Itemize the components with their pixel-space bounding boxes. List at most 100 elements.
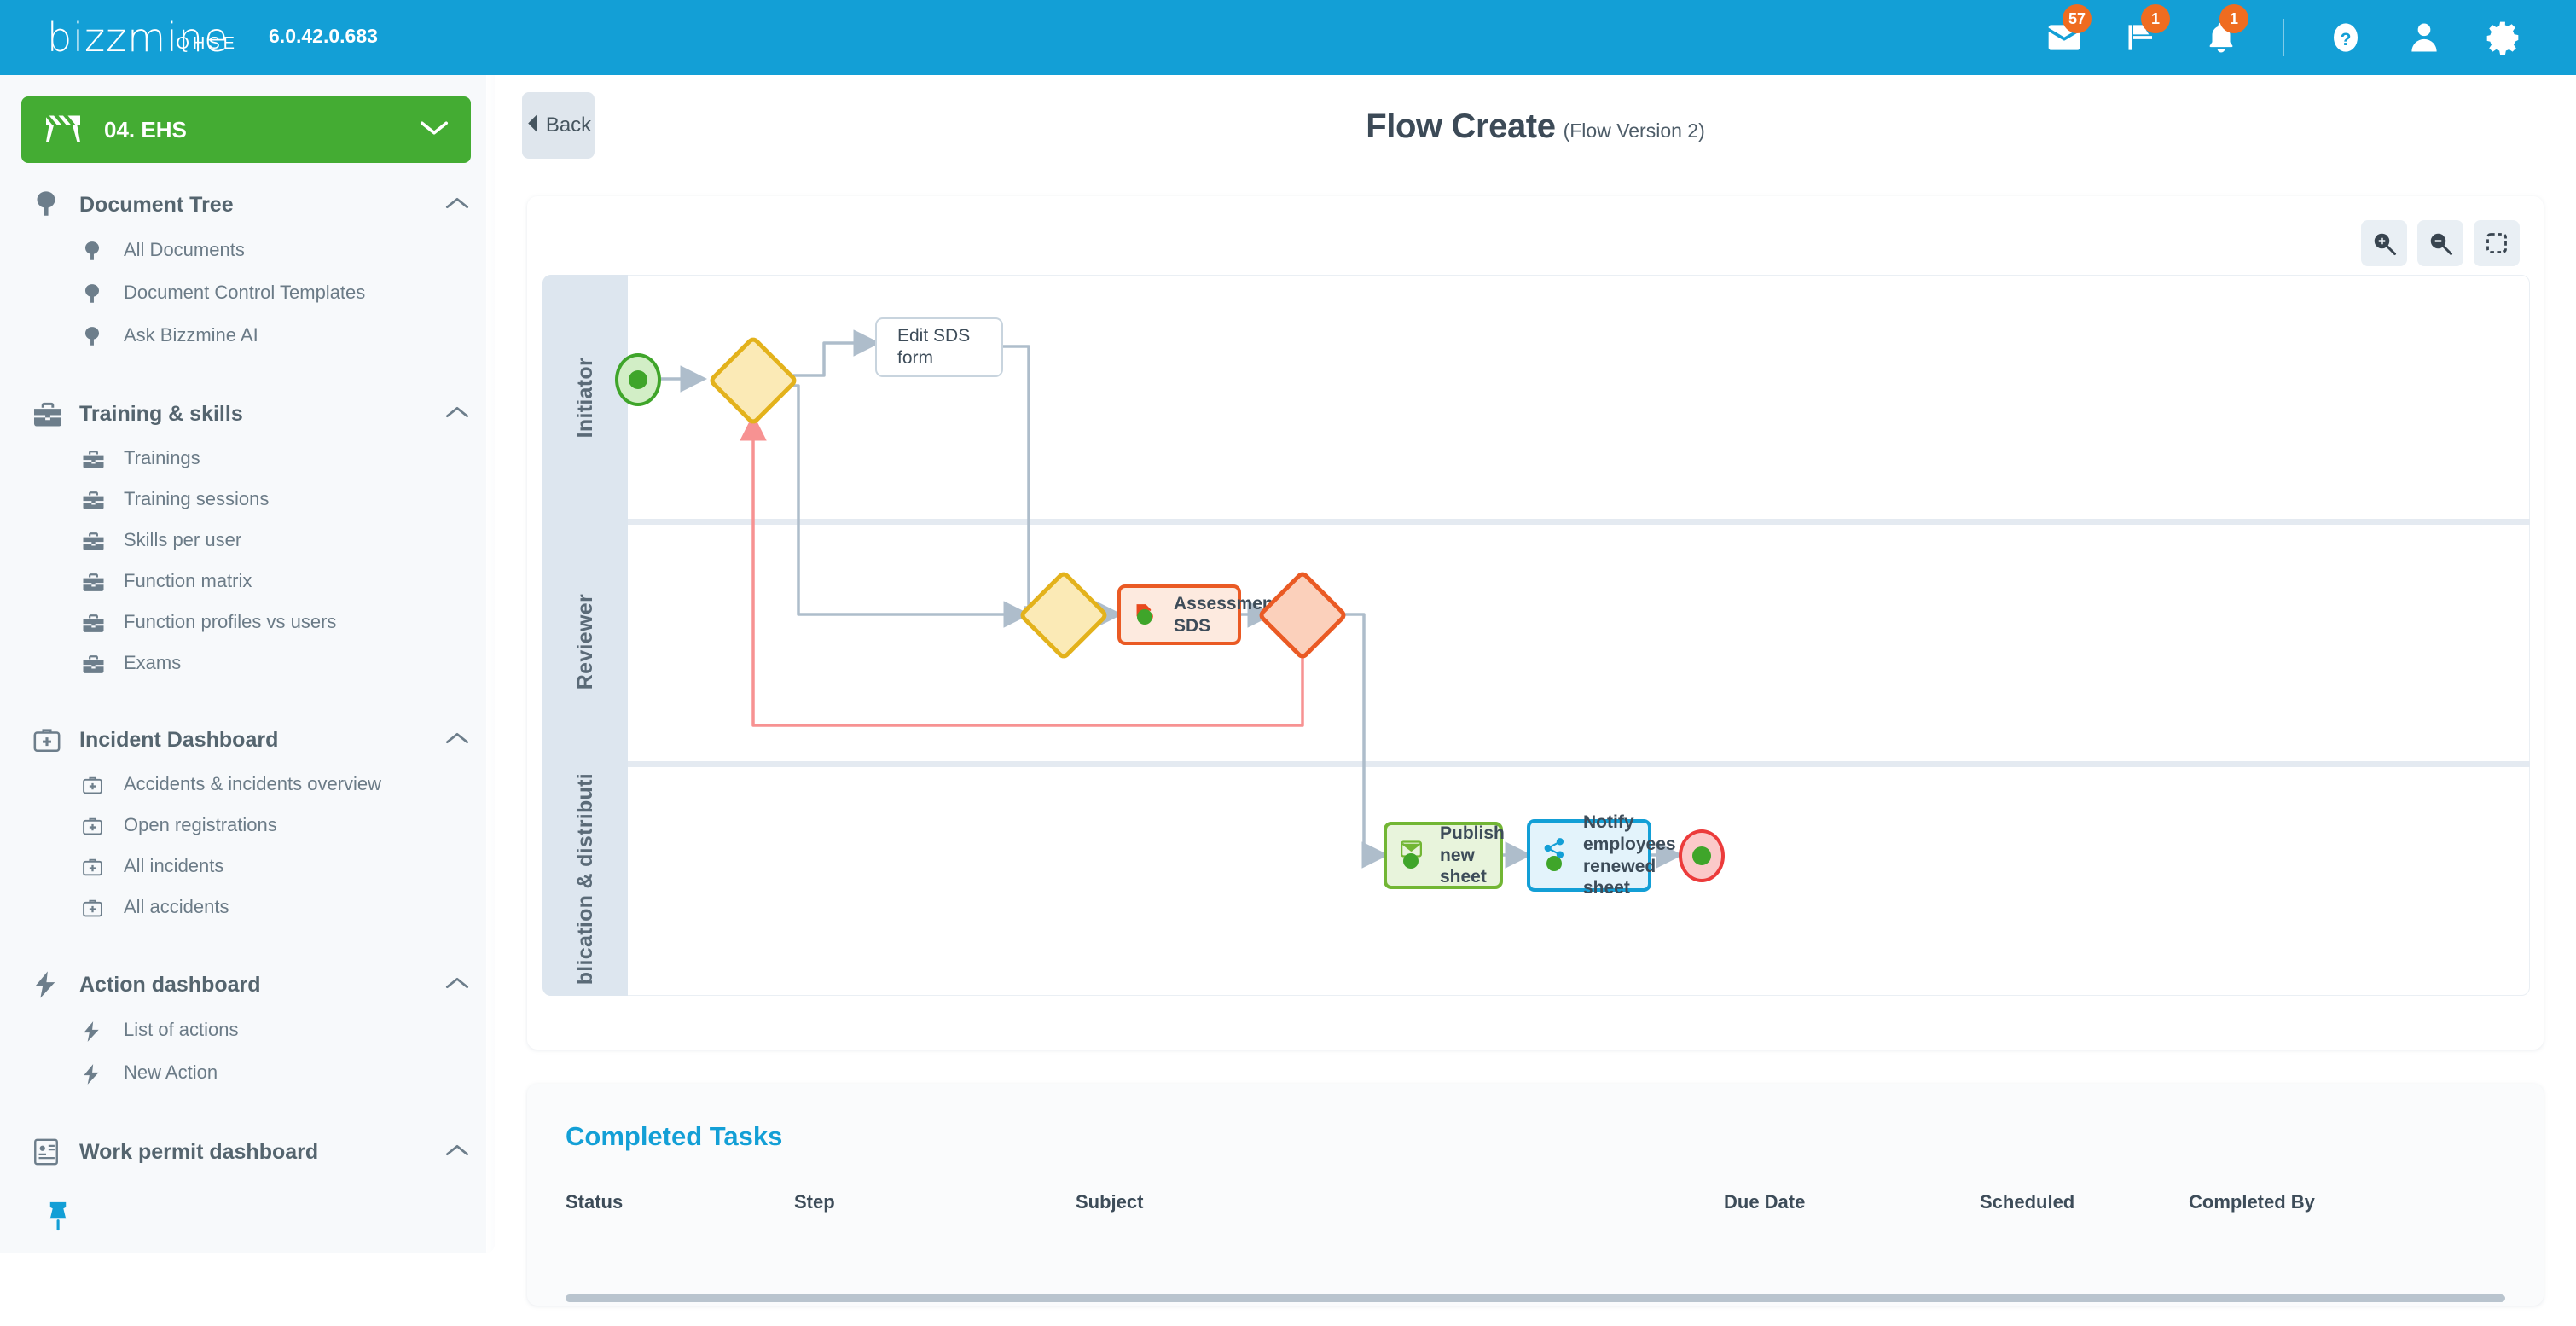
chevron-left-icon [525,113,538,137]
sidebar-scrollbar[interactable] [486,75,495,1253]
pin-icon[interactable] [41,1201,495,1246]
share-icon [1544,838,1566,864]
top-bar-divider [2283,19,2284,56]
sidebar-item-new-action[interactable]: New Action [0,1054,495,1096]
task-notify-employees-renewed-sheet[interactable]: Notify employees renewed sheet [1527,812,1676,898]
task-edit-sds-form[interactable]: Edit SDS form [875,317,1003,377]
sidebar-item-label: List of actions [124,1019,239,1040]
sidebar-item-list-of-actions[interactable]: List of actions [0,1011,495,1054]
swimlane-divider [628,761,2530,767]
sidebar-item-label: Document Control Templates [124,282,366,303]
sidebar-item-open-registrations[interactable]: Open registrations [0,806,495,847]
column-header-completed-by[interactable]: Completed By [2189,1191,2315,1213]
briefcase-icon [82,569,116,596]
help-icon[interactable]: ? [2306,0,2385,75]
sidebar-group-action-dashboard: Action dashboard List of actions New Act… [0,958,495,1096]
announcement-badge: 1 [2141,4,2170,33]
lightning-bolt-icon [32,970,72,999]
sidebar-item-label: Training sessions [124,488,270,509]
sidebar-group-header-training-skills[interactable]: Training & skills [0,388,495,439]
sidebar-item-document-control-templates[interactable]: Document Control Templates [0,274,495,317]
completed-tasks-horizontal-scrollbar[interactable] [566,1294,2505,1302]
sidebar-group-title: Action dashboard [79,972,261,997]
sidebar-group-header-work-permit-dashboard[interactable]: Work permit dashboard [0,1125,495,1178]
sidebar-item-exams[interactable]: Exams [0,644,495,685]
first-aid-kit-icon [32,726,72,753]
announcement-icon[interactable]: 1 [2103,0,2182,75]
svg-text:?: ? [2341,30,2352,49]
sidebar-item-label: Function profiles vs users [124,611,337,632]
settings-gear-icon[interactable] [2463,0,2542,75]
lightning-bolt-icon [82,1018,116,1047]
sidebar-item-all-incidents[interactable]: All incidents [0,847,495,888]
zoom-in-icon[interactable] [2361,220,2407,266]
sidebar-item-all-documents[interactable]: All Documents [0,231,495,274]
sidebar-item-label: Exams [124,652,182,673]
fit-to-screen-icon[interactable] [2474,220,2520,266]
chevron-up-icon[interactable] [445,404,469,424]
sidebar-group-title: Incident Dashboard [79,727,279,752]
sidebar-item-all-accidents[interactable]: All accidents [0,888,495,929]
tree-icon [82,281,116,310]
sidebar-item-function-matrix[interactable]: Function matrix [0,562,495,603]
page-title-text: Flow Create [1366,108,1556,145]
sidebar-item-accidents-incidents-overview[interactable]: Accidents & incidents overview [0,765,495,806]
mail-icon[interactable]: 57 [2025,0,2103,75]
sidebar-item-skills-per-user[interactable]: Skills per user [0,521,495,562]
swimlane-divider [628,519,2530,525]
sidebar-item-label: All Documents [124,239,245,260]
completed-tasks-header-row: Status Step Subject Due Date Scheduled C… [527,1191,2544,1213]
lightning-bolt-icon [82,1061,116,1090]
task-publish-new-sheet[interactable]: Publish new sheet [1384,822,1505,889]
column-header-due-date[interactable]: Due Date [1724,1191,1806,1213]
flow-diagram-card: Initiator Reviewer blication & distribut… [527,196,2544,1050]
sidebar-group-header-incident-dashboard[interactable]: Incident Dashboard [0,714,495,765]
column-header-scheduled[interactable]: Scheduled [1980,1191,2075,1213]
chevron-up-icon[interactable] [445,195,469,215]
task-status-dot [1546,856,1562,871]
sidebar-group-training-skills: Training & skills Trainings Training ses… [0,388,495,685]
sidebar-item-ask-bizzmine-ai[interactable]: Ask Bizzmine AI [0,317,495,359]
sidebar-group-header-action-dashboard[interactable]: Action dashboard [0,958,495,1011]
chevron-down-icon[interactable] [420,119,449,142]
tree-icon [82,323,116,352]
sidebar-group-header-document-tree[interactable]: Document Tree [0,178,495,231]
chevron-up-icon[interactable] [445,730,469,750]
briefcase-icon [82,487,116,515]
chevron-up-icon[interactable] [445,975,469,995]
briefcase-icon [82,651,116,678]
sidebar-item-training-sessions[interactable]: Training sessions [0,480,495,521]
sidebar-item-label: Skills per user [124,529,242,550]
start-event[interactable] [615,353,661,406]
sidebar-item-function-profiles-vs-users[interactable]: Function profiles vs users [0,603,495,644]
user-icon[interactable] [2385,0,2463,75]
sidebar-nav: Document Tree All Documents Document Con… [0,163,495,1246]
sidebar-item-label: All incidents [124,855,224,876]
back-button[interactable]: Back [522,92,595,159]
app-selector-button[interactable]: 04. EHS [21,96,471,163]
column-header-subject[interactable]: Subject [1076,1191,1144,1213]
sidebar: 04. EHS Document Tree All Documents [0,75,495,1253]
completed-tasks-title: Completed Tasks [566,1121,783,1151]
swimlane-header-reviewer: Reviewer [542,521,628,763]
first-aid-kit-icon [82,895,116,922]
notification-bell-icon[interactable]: 1 [2182,0,2260,75]
task-icons [1544,823,1580,888]
page-title: Flow Create(Flow Version 2) [495,108,2576,146]
column-header-status[interactable]: Status [566,1191,624,1213]
zoom-out-icon[interactable] [2417,220,2463,266]
end-event[interactable] [1679,829,1725,882]
task-label: Assessment SDS [1174,593,1279,636]
chevron-up-icon[interactable] [445,1143,469,1162]
sidebar-item-trainings[interactable]: Trainings [0,439,495,480]
logo-subtitle: QHSE [176,34,239,53]
notification-badge: 1 [2219,4,2248,33]
brand-logo[interactable]: bizzmine QHSE [47,18,238,57]
sidebar-item-label: Function matrix [124,570,252,591]
task-assessment-sds[interactable]: Assessment SDS [1117,584,1279,645]
task-status-dot [1403,853,1419,869]
column-header-step[interactable]: Step [794,1191,835,1213]
flow-diagram-canvas[interactable]: Initiator Reviewer blication & distribut… [542,275,2530,996]
task-label: Notify employees renewed sheet [1583,812,1676,899]
task-icons [1401,825,1436,886]
